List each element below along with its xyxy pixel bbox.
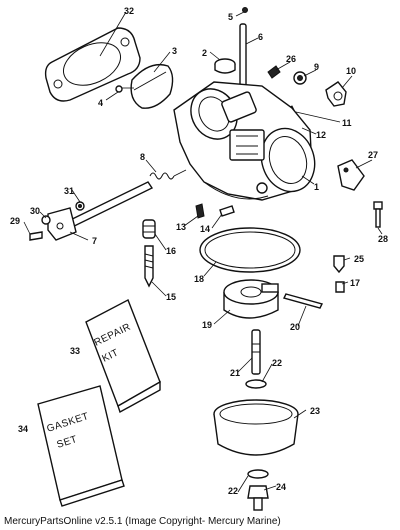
callout-11: 11	[342, 118, 352, 128]
part-30-washer	[41, 215, 51, 225]
callout-3: 3	[172, 46, 177, 56]
part-13-jet	[195, 203, 205, 219]
callout-23: 23	[310, 406, 320, 416]
part-22-washer-lower	[247, 469, 269, 479]
part-3-cover-plate	[130, 63, 174, 109]
part-17-plug	[335, 281, 345, 293]
callout-19: 19	[202, 320, 212, 330]
callout-7: 7	[92, 236, 97, 246]
part-4-screw	[115, 85, 134, 93]
part-19-float	[223, 279, 279, 319]
part-26-screw	[267, 65, 281, 79]
repair-kit-box: REPAIR KIT	[85, 299, 161, 414]
callout-22-lower: 22	[228, 486, 238, 496]
part-5-pin	[242, 7, 248, 13]
part-32-gasket	[44, 27, 141, 102]
callout-12: 12	[316, 130, 326, 140]
part-18-bowl-gasket	[199, 227, 301, 273]
callout-25: 25	[354, 254, 364, 264]
callout-6: 6	[258, 32, 263, 42]
part-24-bowl-screw	[247, 485, 269, 511]
gasket-set-card: GASKET SET	[37, 385, 125, 507]
callout-28: 28	[378, 234, 388, 244]
callout-2: 2	[202, 48, 207, 58]
part-27-cover	[337, 159, 365, 191]
callout-30: 30	[30, 206, 40, 216]
part-2-plug	[214, 58, 236, 74]
callout-34: 34	[18, 424, 28, 434]
callout-9: 9	[314, 62, 319, 72]
part-23-float-bowl	[213, 399, 299, 456]
callout-13: 13	[176, 222, 186, 232]
callout-17: 17	[350, 278, 360, 288]
callout-31: 31	[64, 186, 74, 196]
callout-29: 29	[10, 216, 20, 226]
part-15-mixture-screw	[144, 245, 154, 288]
callout-24: 24	[276, 482, 286, 492]
callout-21: 21	[230, 368, 240, 378]
part-10-elbow-fitting	[325, 81, 347, 107]
part-7-shaft	[47, 181, 154, 241]
callout-4: 4	[98, 98, 103, 108]
callout-22-upper: 22	[272, 358, 282, 368]
callout-16: 16	[166, 246, 176, 256]
callout-18: 18	[194, 274, 204, 284]
callout-32: 32	[124, 6, 134, 16]
callout-15: 15	[166, 292, 176, 302]
copyright-caption: MercuryPartsOnline v2.5.1 (Image Copyrig…	[4, 516, 281, 527]
callout-10: 10	[346, 66, 356, 76]
part-25-needle	[333, 255, 345, 274]
part-21-main-jet	[251, 329, 261, 375]
part-14-screw	[219, 205, 235, 217]
part-1-carburetor-body	[173, 81, 316, 201]
leader-lines	[23, 11, 383, 493]
part-22-washer-upper	[245, 379, 267, 389]
callout-5: 5	[228, 12, 233, 22]
part-16-spring	[142, 219, 156, 239]
callout-27: 27	[368, 150, 378, 160]
part-31-screw	[75, 201, 85, 211]
callout-labels: 32 3 4 5 6 2 26 9 10 11 12 1 27 28 8 31 …	[10, 6, 388, 496]
part-8-spring	[149, 169, 187, 180]
callout-26: 26	[286, 54, 296, 64]
part-9-fitting	[293, 71, 307, 85]
callout-8: 8	[140, 152, 145, 162]
callout-33: 33	[70, 346, 80, 356]
part-29-screw	[29, 231, 43, 241]
part-20-float-pin	[282, 293, 324, 309]
part-28-bolt	[373, 201, 383, 228]
callout-1: 1	[314, 182, 319, 192]
callout-14: 14	[200, 224, 210, 234]
callout-20: 20	[290, 322, 300, 332]
